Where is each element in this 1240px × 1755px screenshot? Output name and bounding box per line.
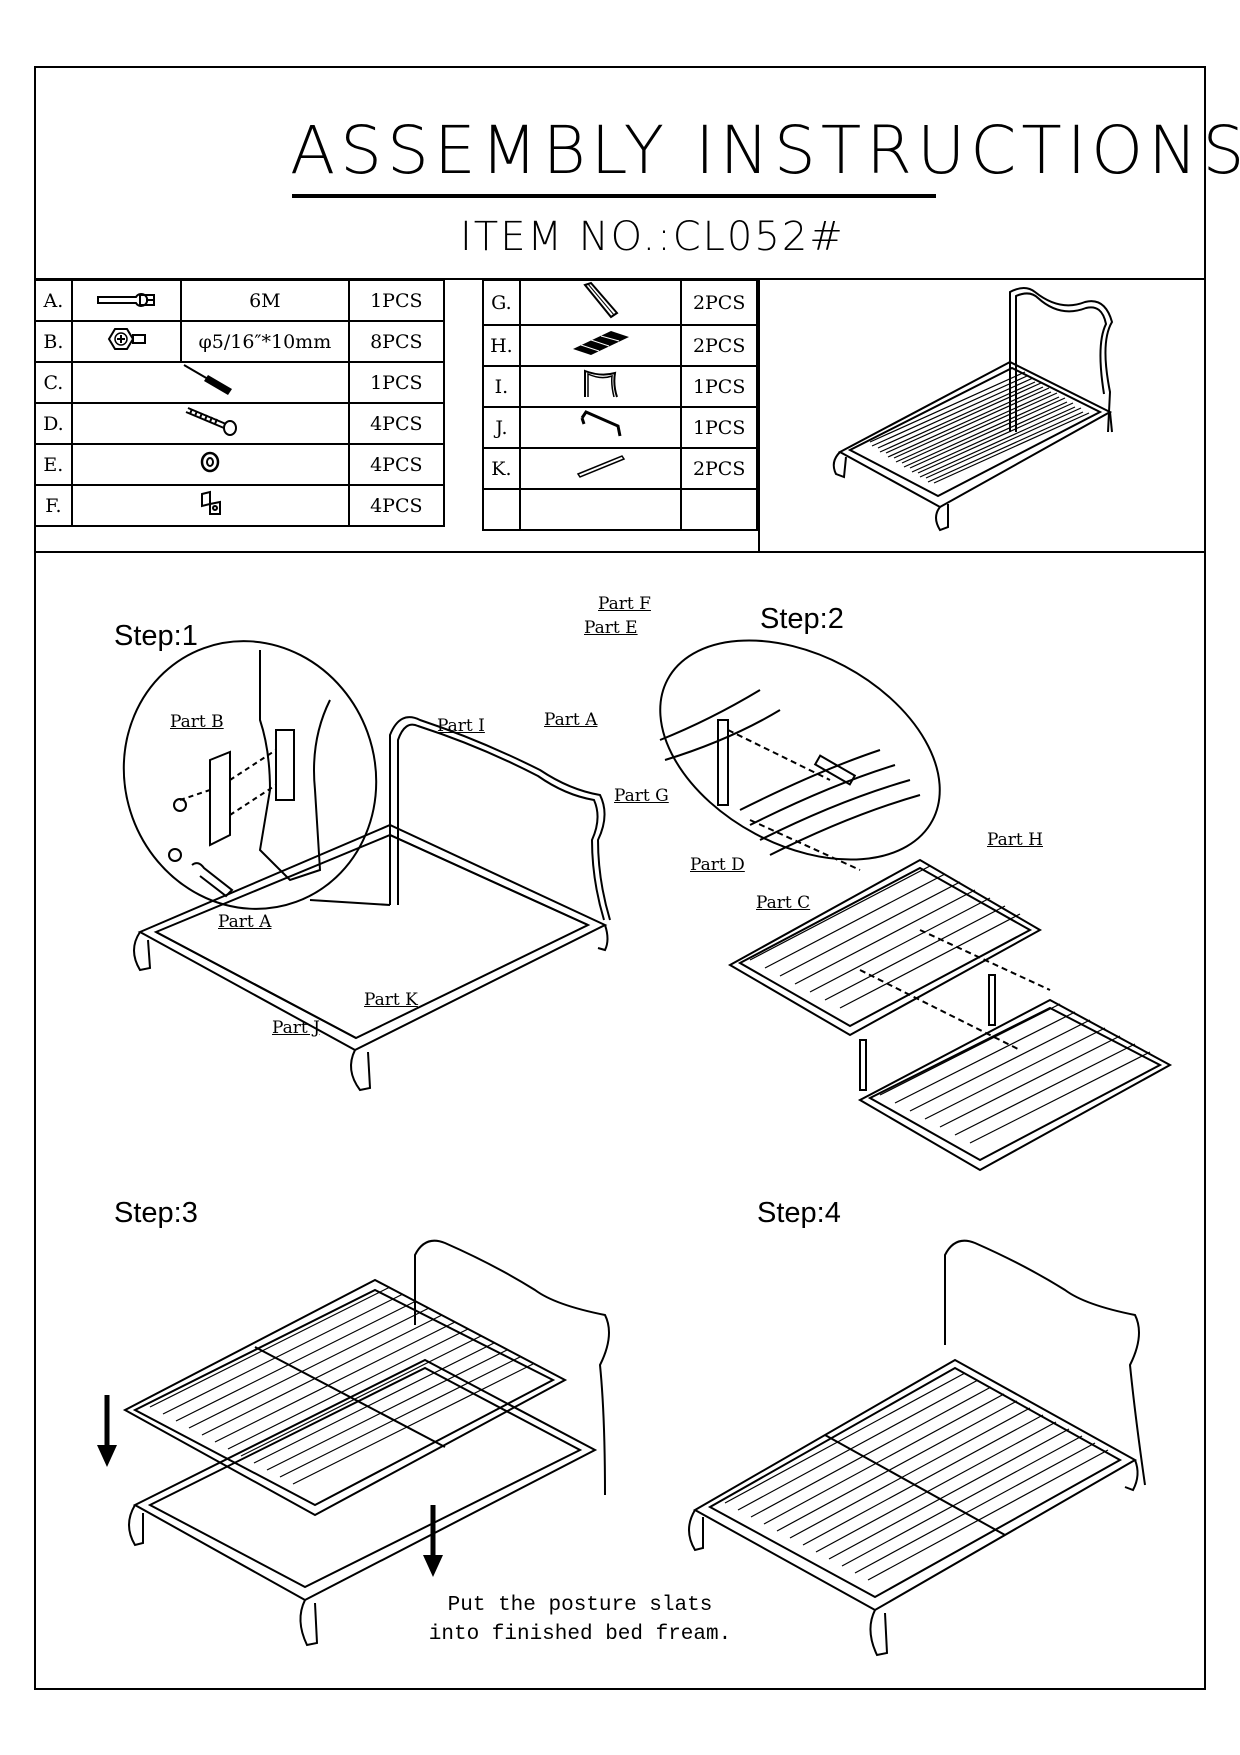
footboard-rail-icon (580, 410, 622, 437)
part-qty: 2PCS (680, 447, 758, 490)
part-letter: J. (482, 406, 521, 449)
part-qty: 4PCS (347, 402, 446, 445)
page-title: ASSEMBLY INSTRUCTIONS (290, 112, 1240, 189)
part-icon-cell (518, 365, 683, 408)
callout-part-i: Part I (437, 716, 485, 736)
part-qty: 1PCS (680, 365, 758, 408)
part-qty: 4PCS (347, 443, 446, 486)
part-icon-cell (70, 443, 350, 486)
screwdriver-icon (183, 364, 233, 395)
title-underline (292, 194, 936, 198)
part-row: B. φ5/16″*10mm 8PCS (34, 320, 446, 363)
step-4-illustration (688, 1239, 1146, 1657)
header-divider (34, 278, 1206, 280)
item-number: ITEM NO.:CL052# (460, 214, 845, 260)
part-qty: 1PCS (680, 406, 758, 449)
part-icon-cell (70, 320, 183, 363)
callout-part-g: Part G (614, 786, 669, 806)
parts-table-right: G. 2PCS H. 2PCS I. (482, 279, 758, 531)
bolt-head-icon (108, 328, 147, 350)
parts-table-left: A. 6M 1PCS B. φ5/16″*10mm 8PCS C. (34, 279, 446, 527)
part-qty: 8PCS (347, 320, 446, 363)
part-row: A. 6M 1PCS (34, 279, 446, 322)
headboard-icon (583, 369, 618, 398)
callout-part-b: Part B (170, 712, 224, 732)
finished-bed-illustration (832, 287, 1114, 532)
slat-frame-icon (572, 331, 629, 355)
long-bolt-icon (185, 407, 238, 436)
parts-divider (34, 551, 1206, 553)
step-2-illustration (659, 639, 1173, 1172)
part-letter: D. (34, 402, 73, 445)
part-row: H. 2PCS (482, 324, 758, 367)
washer-icon (200, 451, 220, 473)
note-line-2: into finished bed fream. (428, 1623, 732, 1646)
part-row: I. 1PCS (482, 365, 758, 408)
part-row: F. 4PCS (34, 484, 446, 527)
part-letter: I. (482, 365, 521, 408)
callout-part-a: Part A (218, 912, 272, 932)
part-icon-cell (518, 447, 683, 490)
callout-part-h: Part H (987, 830, 1043, 850)
step-2-label: Step:2 (760, 603, 844, 635)
part-icon-cell (70, 402, 350, 445)
step-1-label: Step:1 (114, 620, 198, 652)
part-row: K. 2PCS (482, 447, 758, 490)
part-qty: 2PCS (680, 324, 758, 367)
part-row: E. 4PCS (34, 443, 446, 486)
part-icon-cell (70, 279, 183, 322)
part-letter: G. (482, 279, 521, 326)
part-row (482, 488, 758, 531)
part-qty (680, 488, 758, 531)
part-icon-cell (518, 324, 683, 367)
part-qty: 4PCS (347, 484, 446, 527)
step-3-illustration (97, 1239, 610, 1647)
center-leg-icon (582, 281, 619, 319)
part-qty: 2PCS (680, 279, 758, 326)
part-spec: φ5/16″*10mm (180, 320, 350, 363)
part-row: D. 4PCS (34, 402, 446, 445)
part-icon-cell (70, 361, 350, 404)
callout-part-d: Part D (690, 855, 745, 875)
callout-part-a-step2: Part A (544, 710, 598, 730)
part-qty: 1PCS (347, 279, 446, 322)
callout-part-f: Part F (598, 594, 651, 614)
part-row: J. 1PCS (482, 406, 758, 449)
part-row: C. 1PCS (34, 361, 446, 404)
part-letter: B. (34, 320, 73, 363)
wrench-icon (97, 292, 156, 307)
step-3-label: Step:3 (114, 1197, 198, 1229)
part-letter (482, 488, 521, 531)
part-icon-cell (70, 484, 350, 527)
callout-part-c: Part C (756, 893, 811, 913)
callout-part-k: Part K (364, 990, 418, 1010)
part-icon-cell (518, 406, 683, 449)
bracket-icon (201, 490, 222, 515)
part-letter: H. (482, 324, 521, 367)
part-letter: K. (482, 447, 521, 490)
part-row: G. 2PCS (482, 279, 758, 326)
part-letter: C. (34, 361, 73, 404)
part-letter: F. (34, 484, 73, 527)
instruction-note: Put the posture slats into finished bed … (420, 1591, 740, 1649)
callout-part-j: Part J (272, 1018, 320, 1038)
part-icon-cell (518, 488, 683, 531)
callout-part-e: Part E (584, 618, 638, 638)
page-frame (34, 66, 1206, 1690)
side-rail-icon (576, 455, 625, 478)
part-icon-cell (518, 279, 683, 326)
step-4-label: Step:4 (757, 1197, 841, 1229)
part-spec: 6M (180, 279, 350, 322)
part-qty: 1PCS (347, 361, 446, 404)
step-1-illustration (122, 640, 611, 1092)
table-divider (758, 279, 760, 551)
part-letter: A. (34, 279, 73, 322)
note-line-1: Put the posture slats (447, 1594, 713, 1617)
part-letter: E. (34, 443, 73, 486)
